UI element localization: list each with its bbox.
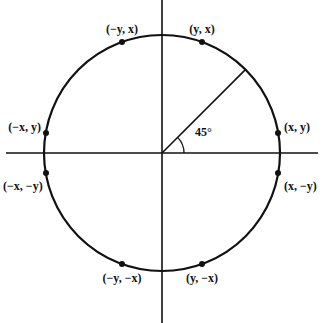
point-label: (−y, −x) [101, 271, 142, 285]
angle-arc [178, 137, 184, 153]
point [199, 39, 205, 45]
point-label: (−x, y) [7, 120, 42, 134]
radius [162, 70, 245, 153]
point-label: (x, y) [283, 120, 311, 134]
point [119, 261, 125, 267]
point [199, 261, 205, 267]
points [43, 39, 281, 267]
point-label: (−x, −y) [2, 179, 44, 193]
point [43, 130, 49, 136]
point [275, 170, 281, 176]
angle-label: 45° [194, 125, 213, 139]
point [275, 130, 281, 136]
point-label: (x, −y) [283, 179, 318, 193]
point-label: (−y, x) [105, 22, 139, 36]
point [119, 39, 125, 45]
point-label: (y, x) [188, 22, 215, 36]
point-label: (y, −x) [185, 271, 219, 285]
circle [44, 35, 280, 271]
point [43, 170, 49, 176]
y-axis [161, 0, 163, 323]
